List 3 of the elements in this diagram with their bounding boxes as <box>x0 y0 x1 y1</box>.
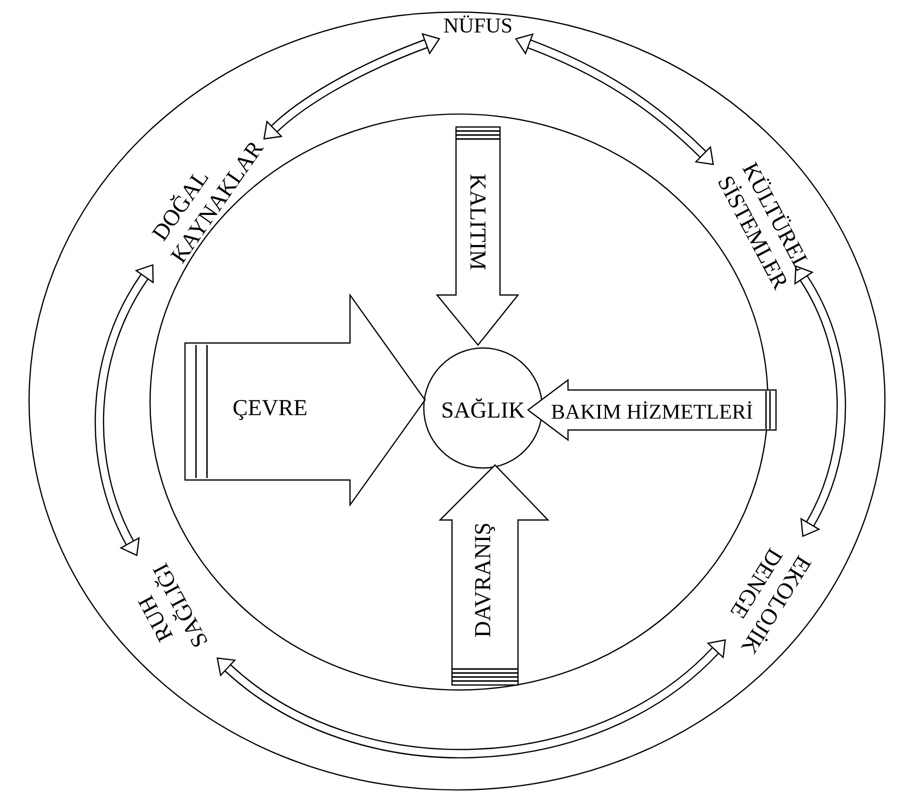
ring-circle <box>28 11 886 791</box>
ring-label: NÜFUS <box>444 15 512 33</box>
double-arrow <box>216 639 726 758</box>
